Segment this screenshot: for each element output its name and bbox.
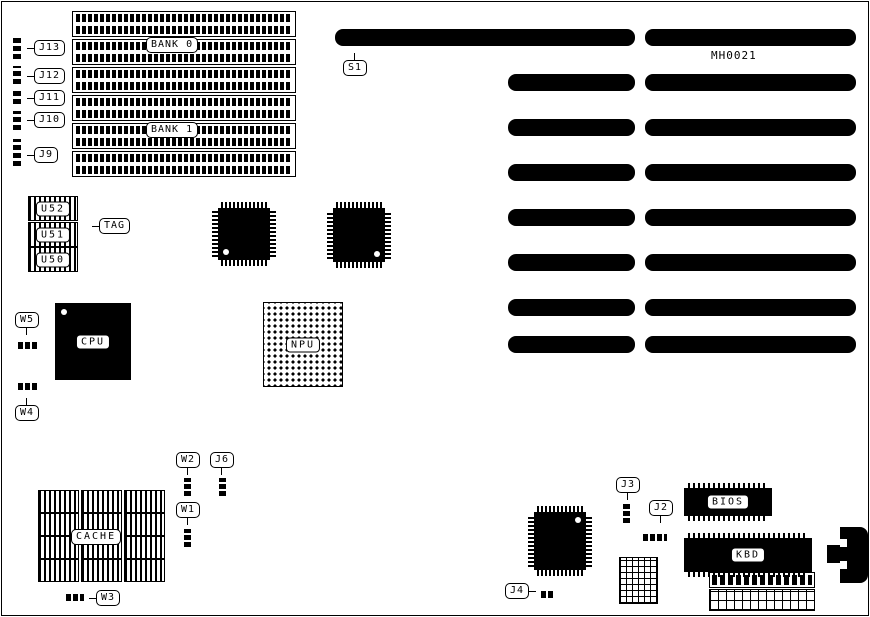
callout-w2: W2 bbox=[176, 452, 201, 475]
callout-j11: J11 bbox=[26, 90, 66, 106]
npu-label: NPU bbox=[285, 337, 321, 352]
jumper-w3 bbox=[66, 594, 84, 601]
isa-slot bbox=[508, 209, 635, 226]
callout-s1: S1 bbox=[343, 53, 368, 76]
isa-slot bbox=[645, 209, 856, 226]
connector-j9 bbox=[13, 139, 21, 166]
pin-header-row bbox=[709, 572, 815, 588]
qfp-chip-1-body bbox=[212, 208, 276, 260]
callout-w5: W5 bbox=[15, 312, 40, 335]
jumper-j6 bbox=[219, 478, 226, 496]
connector-notch bbox=[840, 539, 847, 547]
jumper-w2 bbox=[184, 478, 191, 496]
isa-slot bbox=[335, 29, 635, 46]
simm-socket-row bbox=[72, 151, 296, 177]
jumper-w1 bbox=[184, 529, 191, 547]
cache-chip bbox=[124, 490, 165, 513]
isa-slot bbox=[645, 29, 856, 46]
isa-slot bbox=[508, 164, 635, 181]
u50-label: U50 bbox=[35, 252, 71, 267]
callout-w4: W4 bbox=[15, 398, 40, 421]
part-number: MH0021 bbox=[711, 49, 757, 62]
isa-slot bbox=[645, 74, 856, 91]
u51-label: U51 bbox=[35, 227, 71, 242]
callout-w3: W3 bbox=[88, 590, 121, 606]
callout-j10: J10 bbox=[26, 112, 66, 128]
isa-slot bbox=[508, 74, 635, 91]
cache-chip bbox=[81, 490, 122, 513]
qfp-chip-2-body bbox=[327, 208, 391, 262]
bios-label: BIOS bbox=[706, 494, 750, 510]
isa-slot bbox=[645, 164, 856, 181]
isa-slot bbox=[645, 254, 856, 271]
callout-j12: J12 bbox=[26, 68, 66, 84]
isa-slot bbox=[508, 254, 635, 271]
u51-chip: U51 bbox=[28, 222, 78, 247]
keyboard-connector bbox=[840, 527, 868, 583]
kbd-chip: KBD bbox=[684, 533, 812, 577]
jumper-w4 bbox=[18, 383, 38, 390]
cache-chip bbox=[124, 536, 165, 559]
u52-label: U52 bbox=[35, 201, 71, 216]
simm-socket-row bbox=[72, 11, 296, 37]
simm-socket-row bbox=[72, 67, 296, 93]
connector-j12 bbox=[13, 66, 21, 84]
isa-slot bbox=[645, 336, 856, 353]
cache-label: CACHE bbox=[71, 529, 122, 545]
npu-socket: NPU bbox=[263, 302, 343, 387]
pin1-marker bbox=[575, 517, 581, 523]
qfp-chip-3 bbox=[528, 506, 592, 576]
cache-chip bbox=[81, 559, 122, 582]
jumper-j3 bbox=[623, 503, 630, 523]
callout-j4: J4 bbox=[505, 583, 537, 599]
cpu-chip: CPU bbox=[55, 303, 131, 380]
isa-slot bbox=[645, 119, 856, 136]
dip-switch-row bbox=[709, 589, 815, 611]
isa-slot bbox=[508, 336, 635, 353]
callout-j6: J6 bbox=[210, 452, 235, 475]
cache-chip bbox=[38, 513, 79, 536]
cache-chip bbox=[124, 513, 165, 536]
callout-j3: J3 bbox=[616, 477, 641, 500]
jumper-j4 bbox=[541, 591, 555, 598]
qfp-chip-2 bbox=[327, 202, 391, 268]
bank0-label: BANK 0 bbox=[146, 37, 199, 53]
pin1-marker bbox=[223, 249, 229, 255]
power-connector bbox=[827, 545, 840, 563]
isa-slot bbox=[508, 299, 635, 316]
callout-tag: TAG bbox=[91, 218, 131, 234]
qfp-chip-1 bbox=[212, 202, 276, 266]
connector-j10 bbox=[13, 111, 21, 130]
cache-chip bbox=[38, 559, 79, 582]
isa-slot bbox=[645, 299, 856, 316]
kbd-label: KBD bbox=[730, 547, 766, 563]
connector-j13 bbox=[13, 37, 21, 59]
cache-chip bbox=[38, 536, 79, 559]
callout-j2: J2 bbox=[649, 500, 674, 523]
u52-chip: U52 bbox=[28, 196, 78, 221]
callout-j9: J9 bbox=[26, 147, 59, 163]
oscillator-pad bbox=[619, 557, 658, 604]
bios-chip: BIOS bbox=[684, 483, 772, 521]
jumper-w5 bbox=[18, 342, 38, 349]
qfp-chip-3-body bbox=[528, 512, 592, 570]
callout-w1: W1 bbox=[176, 502, 201, 525]
bank1-label: BANK 1 bbox=[146, 122, 199, 138]
isa-slot bbox=[508, 119, 635, 136]
pin1-marker bbox=[374, 251, 380, 257]
u50-chip: U50 bbox=[28, 247, 78, 272]
callout-j13: J13 bbox=[26, 40, 66, 56]
connector-j11 bbox=[13, 90, 21, 104]
connector-notch bbox=[840, 561, 847, 569]
cache-chip bbox=[124, 559, 165, 582]
pin1-marker bbox=[61, 309, 67, 315]
jumper-j2 bbox=[643, 534, 667, 541]
cache-chip bbox=[38, 490, 79, 513]
cpu-label: CPU bbox=[75, 334, 111, 349]
simm-socket-row bbox=[72, 95, 296, 121]
